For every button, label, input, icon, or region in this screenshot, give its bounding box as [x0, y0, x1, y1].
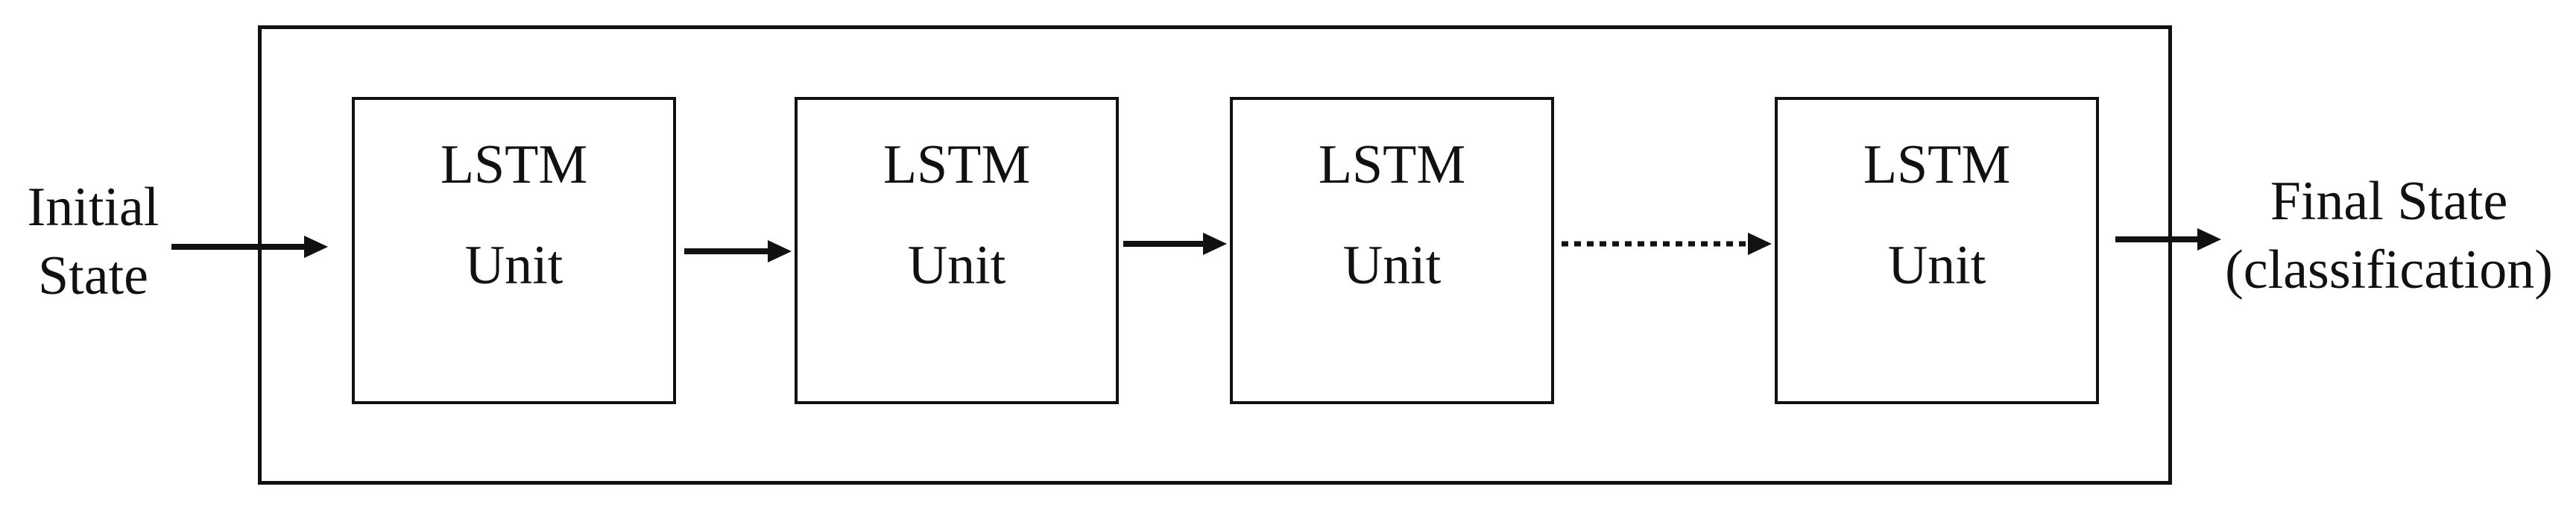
lstm-unit-1-title: LSTM — [440, 134, 588, 195]
dotted-arrow-unit-3-to-unit-4 — [1562, 233, 1772, 255]
final-state-label: Final State (classification) — [2210, 167, 2568, 304]
lstm-unit-4: LSTM Unit — [1775, 97, 2099, 404]
lstm-unit-1: LSTM Unit — [352, 97, 676, 404]
arrow-unit-2-to-unit-3 — [1123, 233, 1227, 255]
lstm-unit-3-title: LSTM — [1318, 134, 1466, 195]
initial-state-label: Initial State — [15, 173, 171, 310]
lstm-unit-1-subtitle: Unit — [464, 235, 564, 296]
initial-state-line-1: Initial — [27, 177, 160, 238]
arrow-initial-to-unit-1 — [171, 236, 328, 258]
lstm-unit-2: LSTM Unit — [795, 97, 1119, 404]
lstm-unit-4-title: LSTM — [1863, 134, 2011, 195]
lstm-unit-2-title: LSTM — [883, 134, 1031, 195]
lstm-unit-4-subtitle: Unit — [1887, 235, 1986, 296]
lstm-unit-3: LSTM Unit — [1230, 97, 1554, 404]
lstm-network-frame — [258, 25, 2172, 485]
arrow-unit-4-to-final — [2115, 228, 2221, 251]
lstm-unit-3-subtitle: Unit — [1342, 235, 1442, 296]
final-state-line-1: Final State — [2270, 171, 2508, 232]
final-state-line-2: (classification) — [2225, 239, 2553, 301]
arrow-unit-1-to-unit-2 — [684, 240, 792, 262]
initial-state-line-2: State — [38, 245, 148, 306]
lstm-unit-2-subtitle: Unit — [907, 235, 1006, 296]
